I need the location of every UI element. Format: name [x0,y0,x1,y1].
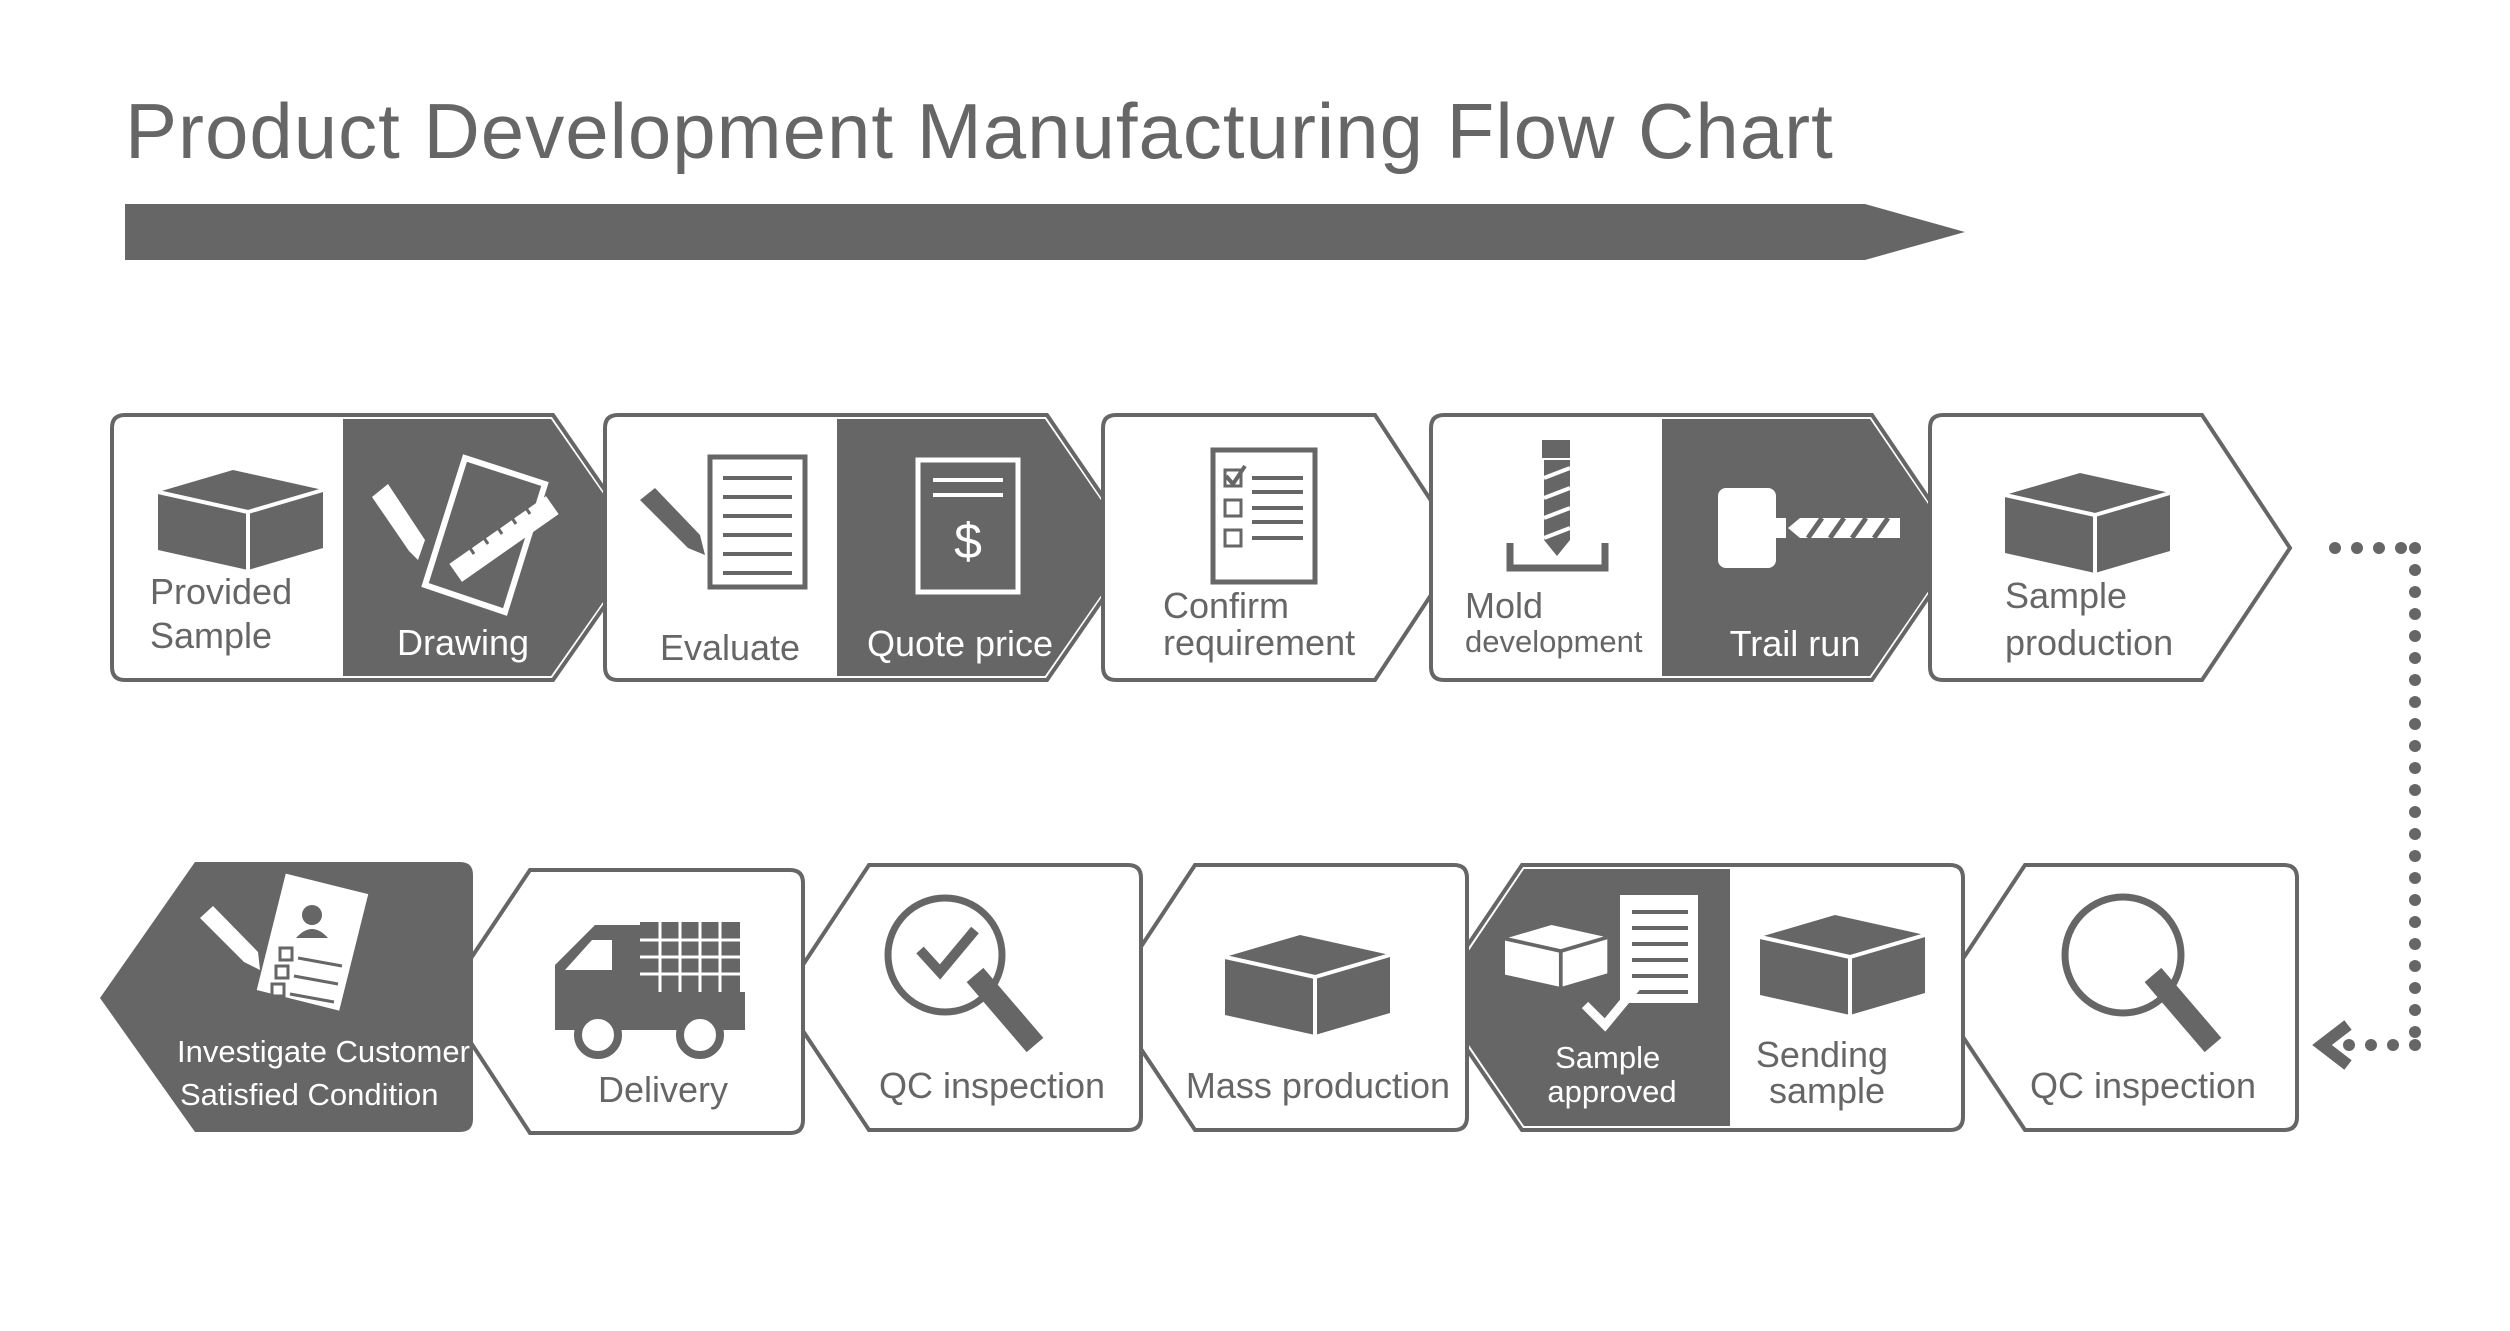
chevron-trail-fill [1662,419,1958,676]
chevron-quote-fill [837,419,1134,676]
box-icon [1758,913,1927,1017]
label-mold: Mold [1465,585,1543,626]
chevron-qc-inspection-second [778,863,1143,1132]
checklist-icon [1210,447,1318,585]
header-arrow [125,204,1965,260]
page-title: Product Development Manufacturing Flow C… [125,87,1834,175]
pencil-document-icon [640,454,808,590]
truck-icon [555,922,745,1059]
survey-form-icon [200,873,369,1011]
label-confirm-requirement: Confirm requirement [1163,585,1355,663]
box-icon [2003,471,2172,575]
label-evaluate: Evaluate [660,627,800,668]
label-mass-production: Mass production [1186,1065,1450,1106]
label-drawing: Drawing [397,622,529,663]
pencil-ruler-icon [372,454,559,616]
label-provided-sample: Provided Sample [150,571,302,656]
label-delivery: Delivery [598,1069,728,1110]
label-investigate-customer: Investigate Customer Satisfied Condition [177,1034,479,1112]
drill-mold-icon [1506,440,1609,572]
label-quote-price: Quote price [867,623,1053,664]
label-sample-production: Sample production [2005,575,2173,663]
magnifier-icon [2061,893,2222,1053]
connector-arrowhead-icon [2312,1020,2352,1070]
label-trail-run: Trail run [1730,623,1861,664]
screw-icon [1718,488,1900,568]
label-qc-inspection-second: QC inspection [879,1065,1105,1106]
label-sending-sample: Sending sample [1756,1034,1898,1111]
box-icon [156,468,325,572]
chevron-qc-inspection-first [1934,863,2299,1132]
label-qc-inspection-first: QC inspection [2030,1065,2256,1106]
label-sample-approved: Sample approved [1547,1040,1676,1109]
box-document-check-icon [1504,895,1698,1032]
box-icon [1223,933,1392,1037]
label-development: development [1465,624,1643,659]
dollar-document-icon: $ [915,457,1021,595]
svg-text:$: $ [954,513,982,569]
dotted-connector [2329,542,2421,1051]
magnifier-check-icon [884,894,1044,1053]
